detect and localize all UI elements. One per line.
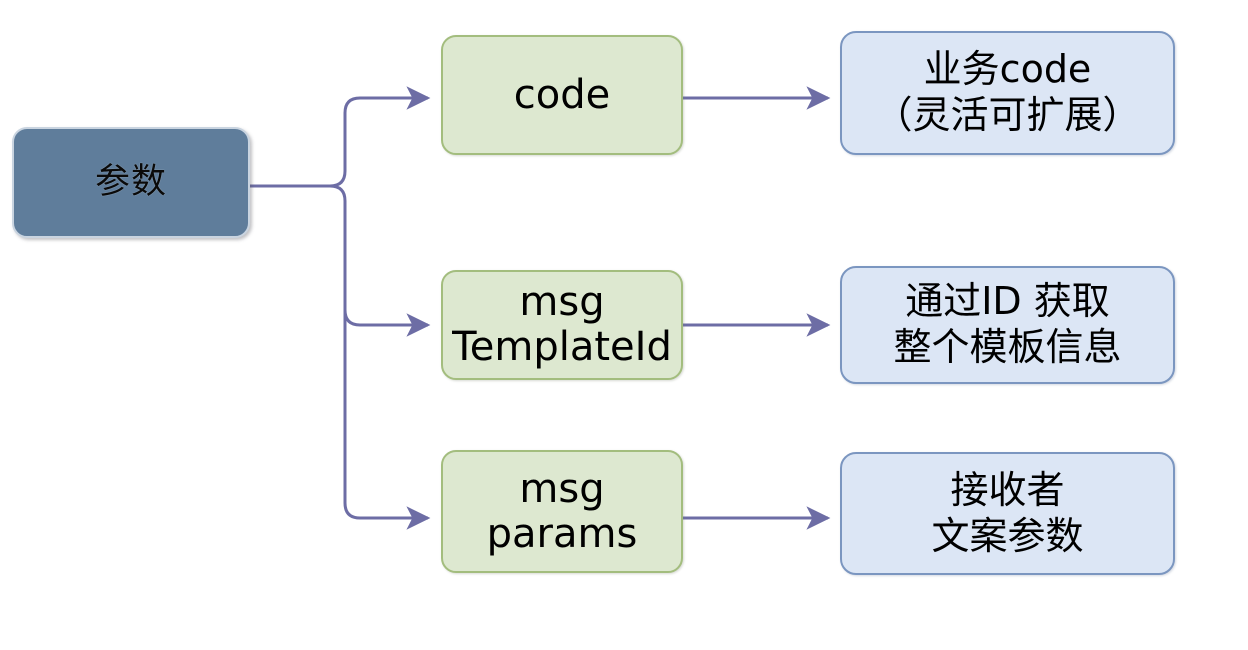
- node-field-code[interactable]: code: [441, 35, 683, 155]
- connector-trunk: [329, 184, 347, 503]
- node-description-business-code-label: 业务code （灵活可扩展）: [874, 47, 1141, 137]
- node-description-receiver-params-label: 接收者 文案参数: [931, 467, 1084, 558]
- node-root-label: 参数: [94, 161, 167, 202]
- node-field-code-label: code: [513, 71, 611, 118]
- node-field-msg-params-label: msg params: [486, 465, 638, 557]
- node-description-template-by-id-label: 通过ID 获取 整个模板信息: [893, 279, 1122, 369]
- node-description-receiver-params[interactable]: 接收者 文案参数: [840, 452, 1175, 575]
- node-description-business-code[interactable]: 业务code （灵活可扩展）: [840, 31, 1175, 155]
- node-description-template-by-id[interactable]: 通过ID 获取 整个模板信息: [840, 266, 1175, 384]
- connector-branch-3: [343, 502, 431, 530]
- connector-branch-1: [329, 86, 431, 188]
- node-field-msg-template-id-label: msg TemplateId: [452, 279, 672, 370]
- node-field-msg-params[interactable]: msg params: [441, 450, 683, 573]
- node-field-msg-template-id[interactable]: msg TemplateId: [441, 270, 683, 380]
- node-root-parameters[interactable]: 参数: [12, 127, 250, 238]
- connector-branch-2: [343, 309, 431, 337]
